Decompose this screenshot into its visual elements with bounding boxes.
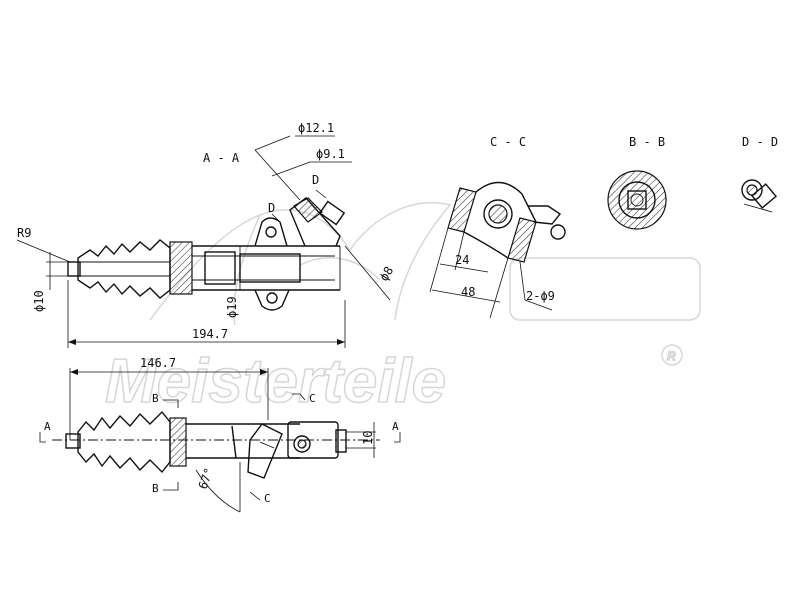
view-bb: B - B <box>607 135 667 230</box>
dim-r9: R9 <box>17 226 31 240</box>
marker-c-bottom: C <box>264 492 271 505</box>
dim-2-phi9: 2-ϕ9 <box>526 289 555 303</box>
angled-connector <box>289 197 346 247</box>
rubber-boot-top <box>67 239 171 299</box>
dim-10: 10 <box>361 431 375 445</box>
dim-phi10: ϕ10 <box>32 290 46 312</box>
dim-24: 24 <box>455 253 469 267</box>
dim-194-7: 194.7 <box>192 327 228 341</box>
dim-phi12-1: ϕ12.1 <box>298 121 334 135</box>
dim-phi19: ϕ19 <box>225 296 239 318</box>
marker-a-right: A <box>392 420 399 433</box>
marker-a-left: A <box>44 420 51 433</box>
watermark-registered: R <box>667 349 676 363</box>
marker-c-top: C <box>309 392 316 405</box>
dim-146-7: 146.7 <box>140 356 176 370</box>
mounting-flange-top <box>254 217 290 311</box>
watermark-logo-mark <box>149 202 452 326</box>
view-dd: D - D <box>741 135 778 213</box>
section-label-bb: B - B <box>629 135 665 149</box>
dim-48: 48 <box>461 285 475 299</box>
watermark: Meisterteile R <box>104 202 701 417</box>
view-aa: A - A <box>16 121 397 348</box>
cylinder-body-top <box>169 241 341 295</box>
watermark-registered-circle <box>661 344 683 366</box>
marker-d-top: D <box>312 173 319 187</box>
dim-phi8: ϕ8 <box>377 264 397 284</box>
dim-angle-67: 67° <box>196 466 217 491</box>
marker-b-bottom: B <box>152 482 159 495</box>
section-label-cc: C - C <box>490 135 526 149</box>
section-label-aa: A - A <box>203 151 240 165</box>
marker-d-left: D <box>268 201 275 215</box>
dim-phi9-1: ϕ9.1 <box>316 147 345 161</box>
marker-b-top: B <box>152 392 159 405</box>
view-bottom: 146.7 A A B B C C <box>39 356 401 513</box>
view-cc: C - C 24 48 2-ϕ9 <box>429 135 566 319</box>
watermark-bar <box>509 257 701 321</box>
watermark-brand: Meisterteile <box>105 347 446 416</box>
section-label-dd: D - D <box>742 135 778 149</box>
